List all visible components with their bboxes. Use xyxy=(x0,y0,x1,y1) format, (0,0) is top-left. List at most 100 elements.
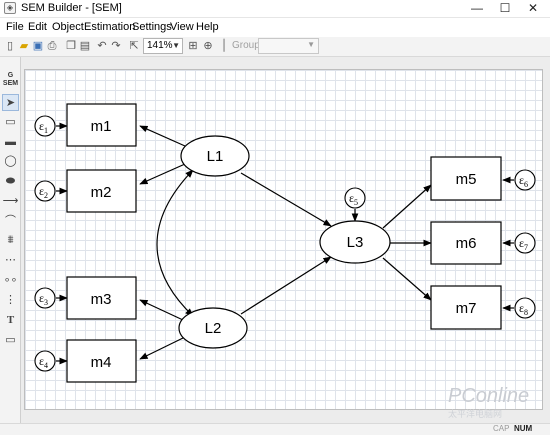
observed-m1[interactable]: m1 xyxy=(66,103,137,147)
text-tool-icon[interactable]: T xyxy=(6,314,15,326)
observed-label: m1 xyxy=(91,118,112,135)
close-button[interactable]: ✕ xyxy=(527,1,539,15)
chevron-down-icon: ▼ xyxy=(307,40,315,49)
latent-L1[interactable]: L1 xyxy=(180,135,250,177)
error-symbol: ε6 xyxy=(519,173,528,189)
latent-L3[interactable]: L3 xyxy=(319,220,391,264)
print-icon[interactable]: ⎙ xyxy=(47,40,57,52)
error-symbol: ε5 xyxy=(349,191,358,207)
observed-label: m6 xyxy=(456,235,477,252)
error-e6[interactable]: ε6 xyxy=(514,169,536,191)
open-folder-icon[interactable]: ▰ xyxy=(19,40,29,52)
copy-icon[interactable]: ❐ xyxy=(66,40,76,52)
error-symbol: ε7 xyxy=(519,236,528,252)
zoom-select[interactable]: 141% ▼ xyxy=(143,38,183,54)
wide-oval-tool-icon[interactable]: ⬬ xyxy=(5,175,16,187)
path-tool-icon[interactable]: ⟶ xyxy=(2,195,19,207)
error-e2[interactable]: ε2 xyxy=(34,180,56,202)
wide-rectangle-tool-icon[interactable]: ▬ xyxy=(5,136,16,148)
covariance-L1-L2[interactable] xyxy=(156,169,194,317)
error-e8[interactable]: ε8 xyxy=(514,297,536,319)
left-tool-palette: G SEM ➤ ▭ ▬ ◯ ⬬ ⟶ ⌒ ⩩ ⋯ ∘∘ ⋮ T ▭ xyxy=(0,57,21,423)
path-L2-m4[interactable] xyxy=(139,337,184,360)
tree-component-icon[interactable]: ⋮ xyxy=(5,294,16,306)
observed-m2[interactable]: m2 xyxy=(66,169,137,213)
observed-m5[interactable]: m5 xyxy=(430,156,502,201)
maximize-button[interactable]: ☐ xyxy=(499,1,511,15)
paste-icon[interactable]: ▤ xyxy=(79,40,91,52)
caps-lock-indicator: CAP xyxy=(493,424,510,433)
canvas-area: m1 m2 m3 m4 m5 m6 xyxy=(21,57,550,423)
path-L1-m2[interactable] xyxy=(139,163,186,185)
error-e7[interactable]: ε7 xyxy=(514,232,536,254)
observed-label: m3 xyxy=(91,291,112,308)
window-title: SEM Builder - [SEM] xyxy=(21,2,122,14)
stata-app-icon: ◈ xyxy=(4,2,16,14)
path-L3-m5[interactable] xyxy=(382,184,432,229)
observed-m6[interactable]: m6 xyxy=(430,221,502,265)
undo-icon[interactable]: ↶ xyxy=(97,40,107,52)
watermark-subtitle: 太平洋电脑网 xyxy=(448,409,503,419)
observed-m7[interactable]: m7 xyxy=(430,285,502,330)
num-lock-indicator: NUM xyxy=(514,424,533,433)
separator-icon: ┃ xyxy=(220,40,228,52)
group-label: Group: xyxy=(232,40,263,51)
regression-component-icon[interactable]: ⋯ xyxy=(5,254,16,266)
sem-path-diagram: m1 m2 m3 m4 m5 m6 xyxy=(34,103,536,383)
observed-m4[interactable]: m4 xyxy=(66,339,137,383)
error-e1[interactable]: ε1 xyxy=(34,115,56,137)
fit-to-window-icon[interactable]: ⊞ xyxy=(188,40,198,52)
zoom-extent-icon[interactable]: ⊕ xyxy=(203,40,213,52)
error-e5[interactable]: ε5 xyxy=(344,187,366,209)
path-L1-L3[interactable] xyxy=(240,172,332,227)
oval-tool-icon[interactable]: ◯ xyxy=(4,155,17,167)
path-L3-m7[interactable] xyxy=(382,257,432,301)
latent-L2[interactable]: L2 xyxy=(178,307,248,349)
error-e4[interactable]: ε4 xyxy=(34,350,56,372)
menu-bar: File Edit Object Estimation Settings Vie… xyxy=(0,18,550,37)
error-symbol: ε4 xyxy=(39,354,48,370)
latent-label: L1 xyxy=(207,148,224,165)
error-symbol: ε3 xyxy=(39,291,48,307)
latent-label: L2 xyxy=(205,320,222,337)
observed-label: m5 xyxy=(456,171,477,188)
select-tool-icon[interactable]: ➤ xyxy=(2,94,19,111)
observed-m3[interactable]: m3 xyxy=(66,276,137,320)
menu-view[interactable]: View xyxy=(170,21,194,33)
gsem-top-label: G xyxy=(7,72,14,79)
measurement-component-icon[interactable]: ⩩ xyxy=(7,234,14,246)
observed-label: m7 xyxy=(456,300,477,317)
menu-file[interactable]: File xyxy=(6,21,24,33)
rectangle-tool-icon[interactable]: ▭ xyxy=(5,116,16,128)
redo-icon[interactable]: ↷ xyxy=(111,40,121,52)
menu-help[interactable]: Help xyxy=(196,21,219,33)
save-icon[interactable]: ▣ xyxy=(32,40,44,52)
minimize-button[interactable]: — xyxy=(471,1,483,15)
error-symbol: ε2 xyxy=(39,184,48,200)
error-symbol: ε1 xyxy=(39,119,48,135)
status-bar: CAP NUM xyxy=(0,423,550,435)
gsem-bottom-label: SEM xyxy=(2,80,19,87)
menu-estimation[interactable]: Estimation xyxy=(84,21,136,33)
latent-label: L3 xyxy=(347,234,364,251)
diagram-canvas[interactable]: m1 m2 m3 m4 m5 m6 xyxy=(24,69,543,410)
menu-settings[interactable]: Settings xyxy=(132,21,172,33)
area-tool-icon[interactable]: ▭ xyxy=(5,334,16,346)
error-e3[interactable]: ε3 xyxy=(34,287,56,309)
menu-edit[interactable]: Edit xyxy=(28,21,47,33)
path-L2-L3[interactable] xyxy=(240,256,332,315)
new-document-icon[interactable]: ▯ xyxy=(6,40,14,52)
multilevel-component-icon[interactable]: ∘∘ xyxy=(3,274,18,286)
group-select[interactable]: ▼ xyxy=(258,38,319,54)
error-symbol: ε8 xyxy=(519,301,528,317)
gsem-badge[interactable]: G SEM xyxy=(2,72,19,88)
toolbar: ▯ ▰ ▣ ⎙ ❐ ▤ ↶ ↷ ⇱ 141% ▼ ⊞ ⊕ ┃ Group: ▼ xyxy=(0,37,550,57)
select-pointer-icon[interactable]: ⇱ xyxy=(129,40,139,52)
path-L2-m3[interactable] xyxy=(139,299,184,321)
covariance-tool-icon[interactable]: ⌒ xyxy=(5,215,16,227)
menu-object[interactable]: Object xyxy=(52,21,84,33)
zoom-value: 141% xyxy=(147,40,173,51)
title-bar: ◈ SEM Builder - [SEM] — ☐ ✕ xyxy=(0,0,550,18)
path-L1-m1[interactable] xyxy=(139,125,186,147)
observed-label: m4 xyxy=(91,354,112,371)
